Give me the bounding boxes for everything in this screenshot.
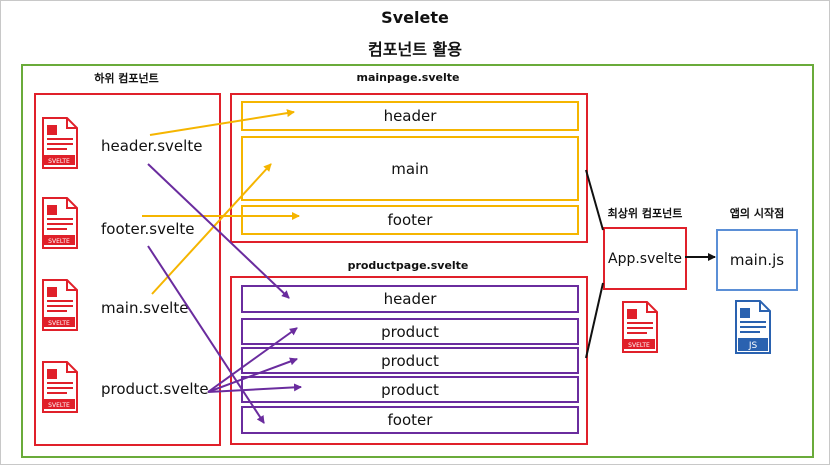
arrow-product-to-product-3 [207,383,302,393]
productpage-product-slot-1: product [241,318,579,345]
child-components-box [34,93,221,446]
productpage-header-slot: header [241,285,579,313]
entry-point-label: 앱의 시작점 [729,207,785,220]
mainpage-footer-slot: footer [241,205,579,235]
svelte-file-icon: SVELTE [622,301,658,353]
productpage-product-slot-2: product [241,347,579,374]
diagram-title: Svelete [381,8,449,27]
productpage-box [230,276,588,445]
diagram-subtitle: 컴포넌트 활용 [368,40,462,59]
svelte-file-icon: SVELTE [42,279,78,331]
arrow-product-to-product-2 [207,357,298,393]
svelte-tag-text: SVELTE [48,320,70,327]
line-mainpage-to-app [585,169,604,231]
productpage-label: productpage.svelte [347,259,469,272]
app-boundary [21,64,814,458]
mainpage-header-slot: header [241,101,579,131]
arrow-product-to-product-1 [207,327,298,393]
svelte-file-icon: SVELTE [42,197,78,249]
svelte-tag-text: SVELTE [628,342,650,349]
svelte-file-icon: SVELTE [42,361,78,413]
top-component-label: 최상위 컴포넌트 [607,207,683,220]
arrow-footer-to-productpage-footer [147,245,265,424]
main-svelte-file: main.svelte [101,299,189,317]
line-productpage-to-app [585,282,604,359]
svelte-tag-text: SVELTE [48,158,70,165]
js-file-icon: JS [735,300,771,354]
main-js-box: main.js [716,229,798,291]
arrow-header-to-productpage-header [147,163,290,299]
mainpage-label: mainpage.svelte [356,71,460,84]
productpage-footer-slot: footer [241,406,579,434]
svelte-tag-text: SVELTE [48,402,70,409]
arrow-header-to-mainpage-header [149,109,295,136]
app-svelte-box: App.svelte [603,227,687,290]
svelte-file-icon: SVELTE [42,117,78,169]
header-svelte-file: header.svelte [101,137,203,155]
product-svelte-file: product.svelte [101,380,209,398]
footer-svelte-file: footer.svelte [101,220,195,238]
mainpage-main-slot: main [241,136,579,201]
arrow-main-to-mainpage-main [151,163,272,295]
js-tag-text: JS [748,341,758,351]
child-components-label: 하위 컴포넌트 [94,72,159,85]
svelte-tag-text: SVELTE [48,238,70,245]
mainpage-box [230,93,588,243]
